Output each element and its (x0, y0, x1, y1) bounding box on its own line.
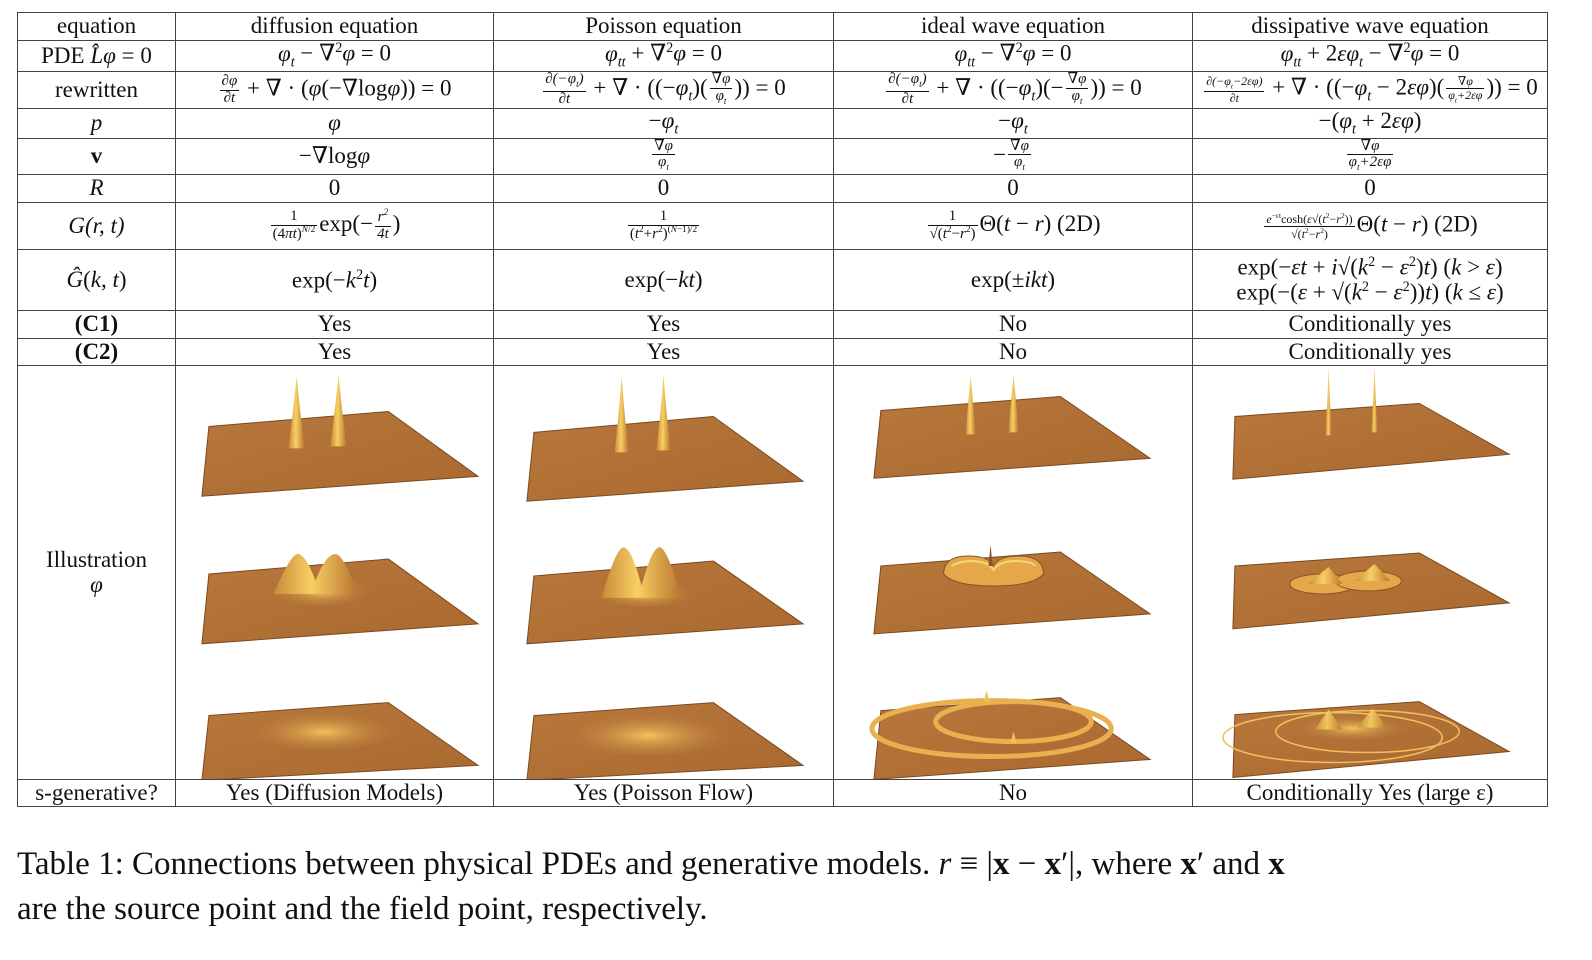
ideal-wave-t0-plane (873, 375, 1152, 479)
s-generative-row: s-generative? Yes (Diffusion Models) Yes… (17, 779, 1548, 808)
dissipative-wave-t0-plane (1232, 366, 1511, 480)
illustration-row: Illustration φ (17, 365, 1548, 781)
illustration-ideal-wave (833, 365, 1193, 781)
fourier-green-label: Ĝ(k, t) (17, 249, 176, 312)
p-label: p (17, 108, 176, 139)
caption-line2: are the source point and the field point… (17, 890, 708, 927)
c2-dissipative-wave: Conditionally yes (1192, 338, 1548, 367)
fourier-green-ideal-wave: exp(±ikt) (833, 249, 1193, 312)
ideal-wave-t2-plane (869, 690, 1152, 779)
dissipative-wave-t2-plane (1222, 701, 1511, 779)
p-poisson: −φt (493, 108, 834, 139)
c2-poisson: Yes (493, 338, 834, 367)
poisson-t0-plane (526, 374, 805, 502)
pde-poisson: φtt + ∇2φ = 0 (493, 40, 834, 72)
illustration-poisson (493, 365, 834, 781)
r-diffusion: 0 (175, 174, 494, 204)
s-generative-ideal-wave: No (833, 779, 1193, 808)
c1-dissipative-wave: Conditionally yes (1192, 310, 1548, 340)
r-poisson: 0 (493, 174, 834, 204)
r-label: R (17, 174, 176, 204)
header-label: equation (17, 12, 176, 41)
fourier-green-dissipative-wave: exp(−εt + i√(k2 − ε2)t) (k > ε)exp(−(ε +… (1192, 249, 1548, 312)
table-caption: Table 1: Connections between physical PD… (17, 846, 1285, 927)
r-ideal-wave: 0 (833, 174, 1193, 204)
c1-diffusion: Yes (175, 310, 494, 340)
caption-r: r (938, 846, 952, 882)
c1-label: (C1) (17, 310, 176, 340)
r-dissipative-wave: 0 (1192, 174, 1548, 204)
pde-label: PDE L̂φ = 0 (17, 40, 176, 72)
rewritten-label: rewritten (17, 71, 176, 109)
illustration-dissipative-wave (1192, 365, 1548, 781)
poisson-surface-plots (526, 374, 805, 779)
s-generative-diffusion: Yes (Diffusion Models) (175, 779, 494, 808)
header-poisson: Poisson equation (493, 12, 834, 41)
fourier-green-diffusion: exp(−k2t) (175, 249, 494, 312)
fourier-green-row: Ĝ(k, t) exp(−k2t) exp(−kt) exp(±ikt) exp… (17, 249, 1548, 312)
diffusion-t2-plane (201, 702, 480, 779)
header-row: equation diffusion equation Poisson equa… (17, 12, 1548, 41)
c1-row: (C1) Yes Yes No Conditionally yes (17, 310, 1548, 340)
dissipative-wave-surface-plots (1222, 366, 1511, 779)
poisson-t2-plane (526, 702, 805, 779)
green-function-dissipative-wave: e−εtcosh(ε√(t2−r2))√(t2−r2)Θ(t − r) (2D) (1192, 202, 1548, 251)
green-function-poisson: 1(t2+r2)(N−1)/2 (493, 202, 834, 251)
v-label: v (17, 137, 176, 176)
c2-label: (C2) (17, 338, 176, 367)
header-ideal-wave: ideal wave equation (833, 12, 1193, 41)
p-row: p φ −φt −φt −(φt + 2εφ) (17, 108, 1548, 139)
c1-ideal-wave: No (833, 310, 1193, 340)
s-generative-label: s-generative? (17, 779, 176, 808)
caption-prefix: Table 1: Connections between physical PD… (17, 846, 939, 882)
c2-ideal-wave: No (833, 338, 1193, 367)
fourier-green-poisson: exp(−kt) (493, 249, 834, 312)
p-ideal-wave: −φt (833, 108, 1193, 139)
c2-row: (C2) Yes Yes No Conditionally yes (17, 338, 1548, 367)
illustration-label-phi: φ (90, 571, 103, 597)
ideal-wave-t1-plane (873, 544, 1152, 635)
s-generative-poisson: Yes (Poisson Flow) (493, 779, 834, 808)
pde-ideal-wave: φtt − ∇2φ = 0 (833, 40, 1193, 72)
r-row: R 0 0 0 0 (17, 174, 1548, 204)
p-diffusion: φ (175, 108, 494, 139)
v-diffusion: −∇logφ (175, 137, 494, 176)
pde-dissipative-wave: φtt + 2εφt − ∇2φ = 0 (1192, 40, 1548, 72)
diffusion-surface-plots (201, 375, 480, 779)
header-diffusion: diffusion equation (175, 12, 494, 41)
illustration-label-text: Illustration (46, 547, 147, 573)
rewritten-diffusion: ∂φ∂t + ∇ · (φ(−∇logφ)) = 0 (175, 71, 494, 109)
pde-comparison-table: equation diffusion equation Poisson equa… (17, 12, 1548, 808)
diffusion-t0-plane (201, 375, 480, 497)
p-dissipative-wave: −(φt + 2εφ) (1192, 108, 1548, 139)
c1-poisson: Yes (493, 310, 834, 340)
pde-row: PDE L̂φ = 0 φt − ∇2φ = 0 φtt + ∇2φ = 0 φ… (17, 40, 1548, 72)
pde-diffusion: φt − ∇2φ = 0 (175, 40, 494, 72)
diffusion-t1-plane (201, 554, 480, 645)
illustration-label: Illustration φ (17, 365, 176, 781)
ideal-wave-surface-plots (869, 375, 1152, 779)
poisson-t1-plane (526, 547, 805, 645)
illustration-diffusion (175, 365, 494, 781)
s-generative-dissipative-wave: Conditionally Yes (large ε) (1192, 779, 1548, 808)
rewritten-row: rewritten ∂φ∂t + ∇ · (φ(−∇logφ)) = 0 ∂(−… (17, 71, 1548, 109)
c2-diffusion: Yes (175, 338, 494, 367)
header-dissipative-wave: dissipative wave equation (1192, 12, 1548, 41)
green-function-label: G(r, t) (17, 202, 176, 251)
green-function-ideal-wave: 1√(t2−r2)Θ(t − r) (2D) (833, 202, 1193, 251)
dissipative-wave-t1-plane (1232, 552, 1511, 630)
